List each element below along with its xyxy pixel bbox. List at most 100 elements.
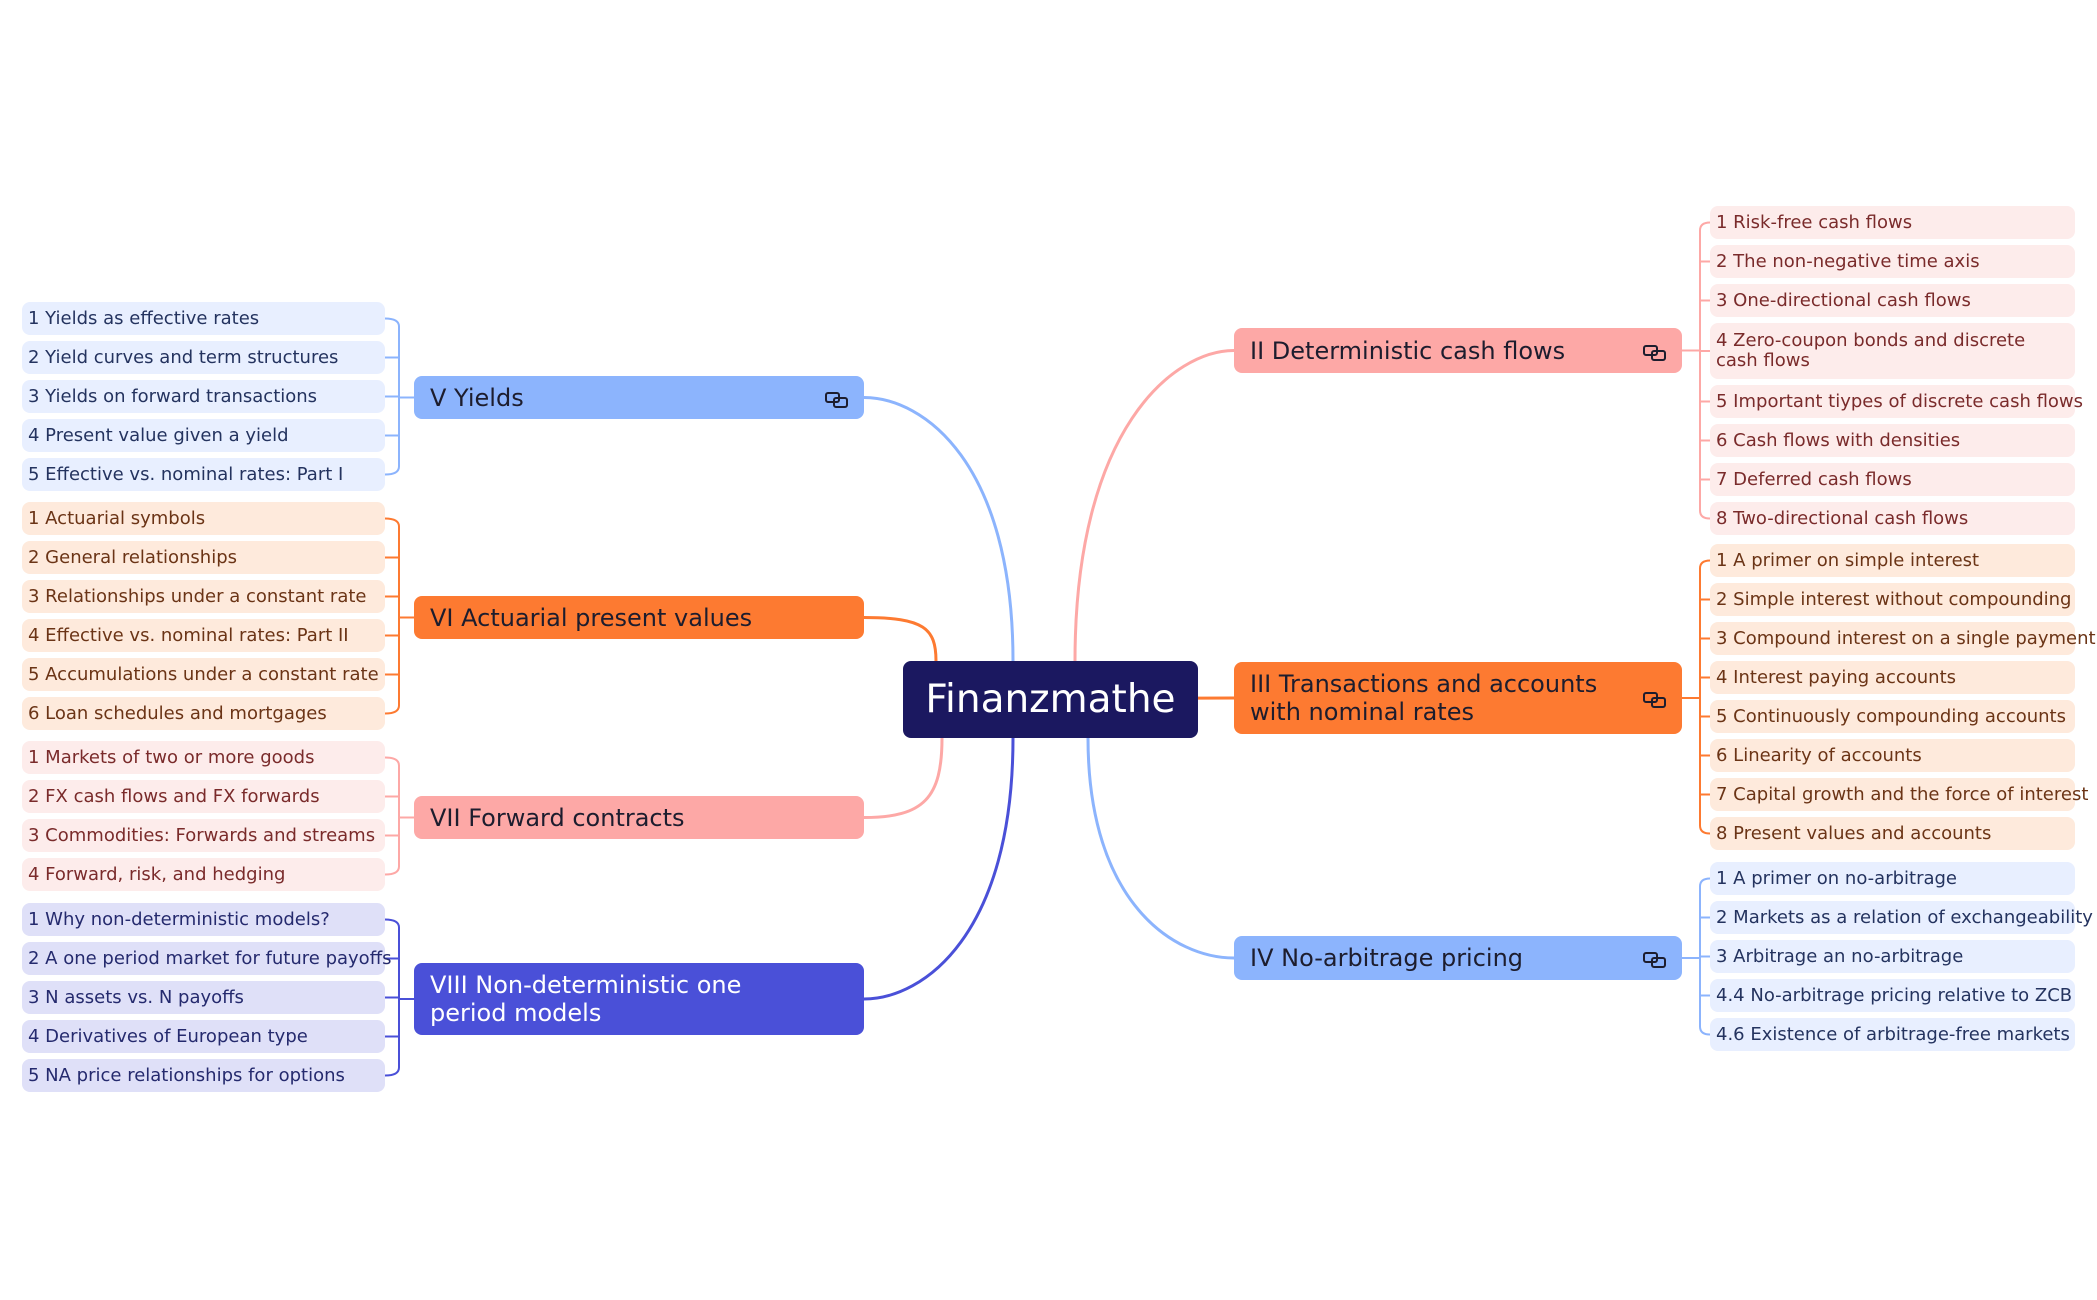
topic-item[interactable]: 2 Yield curves and term structures <box>22 341 385 374</box>
topic-item[interactable]: 5 Accumulations under a constant rate <box>22 658 385 691</box>
topic-item[interactable]: 3 Arbitrage an no-arbitrage <box>1710 940 2075 973</box>
branch-label: V Yields <box>430 383 524 412</box>
topic-item[interactable]: 1 A primer on no-arbitrage <box>1710 862 2075 895</box>
topic-item[interactable]: 2 A one period market for future payoffs <box>22 942 391 975</box>
topic-item[interactable]: 6 Linearity of accounts <box>1710 739 2075 772</box>
collapse-icon[interactable] <box>824 388 850 408</box>
branch-label: VIII Non-deterministic one period models <box>430 971 742 1027</box>
topic-item[interactable]: 5 Important tiypes of discrete cash flow… <box>1710 385 2083 418</box>
topic-label: 3 Commodities: Forwards and streams <box>28 824 376 846</box>
topic-label: 2 Yield curves and term structures <box>28 346 339 368</box>
topic-label: 4.4 No-arbitrage pricing relative to ZCB <box>1716 984 2073 1006</box>
branch-label: IV No-arbitrage pricing <box>1250 944 1524 972</box>
topic-label: 8 Two-directional cash flows <box>1716 507 1969 529</box>
topic-label: 3 Yields on forward transactions <box>28 385 318 407</box>
branch-node-viii[interactable]: VIII Non-deterministic one period models <box>414 963 864 1035</box>
topic-item[interactable]: 4 Effective vs. nominal rates: Part II <box>22 619 385 652</box>
topic-label: 4 Effective vs. nominal rates: Part II <box>28 624 349 646</box>
topic-label: 2 The non-negative time axis <box>1716 250 1980 272</box>
topic-item[interactable]: 3 N assets vs. N payoffs <box>22 981 385 1014</box>
topic-item[interactable]: 1 Risk-free cash flows <box>1710 206 2075 239</box>
topic-label: 5 Effective vs. nominal rates: Part I <box>28 463 344 485</box>
topic-item[interactable]: 4.6 Existence of arbitrage-free markets <box>1710 1018 2075 1051</box>
topic-item[interactable]: 3 One-directional cash flows <box>1710 284 2075 317</box>
topic-item[interactable]: 1 Markets of two or more goods <box>22 741 385 774</box>
topic-label: 2 Markets as a relation of exchangeabili… <box>1716 906 2093 928</box>
topic-label: 4 Present value given a yield <box>28 424 289 446</box>
topic-label: 5 Accumulations under a constant rate <box>28 663 379 685</box>
topic-label: 7 Capital growth and the force of intere… <box>1716 783 2089 805</box>
topic-item[interactable]: 7 Deferred cash flows <box>1710 463 2075 496</box>
branch-node-vii[interactable]: VII Forward contracts <box>414 796 864 839</box>
collapse-icon[interactable] <box>1642 688 1668 708</box>
branch-node-iv[interactable]: IV No-arbitrage pricing <box>1234 936 1682 980</box>
topic-label: 1 Markets of two or more goods <box>28 746 315 768</box>
topic-item[interactable]: 4 Zero-coupon bonds and discrete cash fl… <box>1710 323 2075 379</box>
topic-item[interactable]: 3 Yields on forward transactions <box>22 380 385 413</box>
topic-label: 4 Interest paying accounts <box>1716 666 1957 688</box>
topic-item[interactable]: 2 The non-negative time axis <box>1710 245 2075 278</box>
topic-label: 8 Present values and accounts <box>1716 822 1992 844</box>
topic-label: 3 Arbitrage an no-arbitrage <box>1716 945 1964 967</box>
topic-item[interactable]: 1 A primer on simple interest <box>1710 544 2075 577</box>
root-node[interactable]: Finanzmathe <box>903 661 1198 738</box>
topic-item[interactable]: 2 Markets as a relation of exchangeabili… <box>1710 901 2093 934</box>
topic-item[interactable]: 3 Commodities: Forwards and streams <box>22 819 385 852</box>
branch-node-ii[interactable]: II Deterministic cash flows <box>1234 328 1682 373</box>
topic-item[interactable]: 4 Present value given a yield <box>22 419 385 452</box>
topic-label: 3 Compound interest on a single payment <box>1716 627 2096 649</box>
topic-label: 1 Actuarial symbols <box>28 507 206 529</box>
branch-label: III Transactions and accounts with nomin… <box>1250 670 1598 726</box>
topic-label: 4 Zero-coupon bonds and discrete cash fl… <box>1716 330 2026 371</box>
topic-item[interactable]: 4 Interest paying accounts <box>1710 661 2075 694</box>
topic-label: 4.6 Existence of arbitrage-free markets <box>1716 1023 2070 1045</box>
topic-item[interactable]: 2 FX cash flows and FX forwards <box>22 780 385 813</box>
topic-label: 1 Risk-free cash flows <box>1716 211 1913 233</box>
topic-label: 4 Derivatives of European type <box>28 1025 308 1047</box>
topic-item[interactable]: 8 Present values and accounts <box>1710 817 2075 850</box>
topic-item[interactable]: 1 Actuarial symbols <box>22 502 385 535</box>
branch-node-vi[interactable]: VI Actuarial present values <box>414 596 864 639</box>
topic-item[interactable]: 2 Simple interest without compounding <box>1710 583 2075 616</box>
topic-item[interactable]: 5 Effective vs. nominal rates: Part I <box>22 458 385 491</box>
branch-label: VI Actuarial present values <box>430 603 753 632</box>
topic-item[interactable]: 5 NA price relationships for options <box>22 1059 385 1092</box>
topic-label: 4 Forward, risk, and hedging <box>28 863 286 885</box>
topic-label: 2 A one period market for future payoffs <box>28 947 392 969</box>
topic-item[interactable]: 3 Relationships under a constant rate <box>22 580 385 613</box>
branch-node-iii[interactable]: III Transactions and accounts with nomin… <box>1234 662 1682 734</box>
topic-item[interactable]: 1 Why non-deterministic models? <box>22 903 385 936</box>
topic-label: 3 N assets vs. N payoffs <box>28 986 244 1008</box>
topic-label: 2 FX cash flows and FX forwards <box>28 785 320 807</box>
topic-label: 1 A primer on no-arbitrage <box>1716 867 1958 889</box>
topic-item[interactable]: 4 Forward, risk, and hedging <box>22 858 385 891</box>
topic-label: 6 Cash flows with densities <box>1716 429 1961 451</box>
collapse-icon[interactable] <box>1642 341 1668 361</box>
topic-item[interactable]: 8 Two-directional cash flows <box>1710 502 2075 535</box>
topic-item[interactable]: 5 Continuously compounding accounts <box>1710 700 2075 733</box>
topic-item[interactable]: 6 Cash flows with densities <box>1710 424 2075 457</box>
topic-item[interactable]: 7 Capital growth and the force of intere… <box>1710 778 2088 811</box>
topic-item[interactable]: 6 Loan schedules and mortgages <box>22 697 385 730</box>
topic-label: 1 Why non-deterministic models? <box>28 908 330 930</box>
topic-item[interactable]: 2 General relationships <box>22 541 385 574</box>
collapse-icon[interactable] <box>1642 948 1668 968</box>
topic-item[interactable]: 3 Compound interest on a single payment <box>1710 622 2096 655</box>
topic-label: 6 Linearity of accounts <box>1716 744 1922 766</box>
root-label: Finanzmathe <box>925 677 1176 722</box>
topic-label: 5 Important tiypes of discrete cash flow… <box>1716 390 2084 412</box>
topic-label: 3 One-directional cash flows <box>1716 289 1971 311</box>
topic-item[interactable]: 1 Yields as effective rates <box>22 302 385 335</box>
topic-label: 1 Yields as effective rates <box>28 307 260 329</box>
topic-label: 1 A primer on simple interest <box>1716 549 1980 571</box>
topic-item[interactable]: 4.4 No-arbitrage pricing relative to ZCB <box>1710 979 2075 1012</box>
branch-node-v[interactable]: V Yields <box>414 376 864 419</box>
branch-label: II Deterministic cash flows <box>1250 336 1566 365</box>
topic-item[interactable]: 4 Derivatives of European type <box>22 1020 385 1053</box>
topic-label: 5 Continuously compounding accounts <box>1716 705 2066 727</box>
branch-label: VII Forward contracts <box>430 803 685 832</box>
topic-label: 3 Relationships under a constant rate <box>28 585 367 607</box>
topic-label: 6 Loan schedules and mortgages <box>28 702 327 724</box>
topic-label: 2 General relationships <box>28 546 238 568</box>
